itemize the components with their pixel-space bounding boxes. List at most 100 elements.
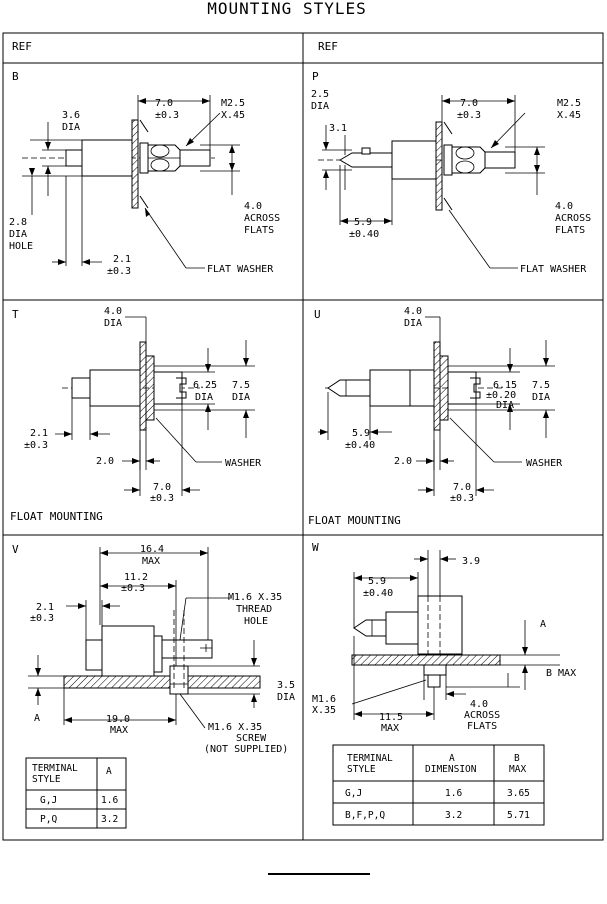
w-table-header-3a: B bbox=[514, 753, 520, 764]
b-dia-value: 3.6 bbox=[62, 110, 80, 121]
u-offset-tol: ±0.40 bbox=[345, 440, 375, 451]
p-thread-size: M2.5 bbox=[557, 98, 581, 109]
w-table-header-3b: MAX bbox=[509, 764, 526, 775]
v-top-max: MAX bbox=[142, 556, 160, 567]
u-outer-dia: DIA bbox=[532, 392, 550, 403]
u-dia-label: DIA bbox=[404, 318, 422, 329]
w-table-cell: B,F,P,Q bbox=[345, 810, 385, 821]
v-screw-note: (NOT SUPPLIED) bbox=[204, 744, 288, 755]
v-left-tol: ±0.3 bbox=[30, 613, 54, 624]
panel-v: V bbox=[12, 543, 261, 829]
b-thread-size: M2.5 bbox=[221, 98, 245, 109]
p-length-value: 7.0 bbox=[460, 98, 478, 109]
u-inner-value: 6.15 bbox=[493, 380, 517, 391]
w-table-cell: 1.6 bbox=[445, 788, 462, 799]
t-offset-value: 2.1 bbox=[30, 428, 48, 439]
t-washer-width: 2.0 bbox=[96, 456, 114, 467]
u-length-value: 7.0 bbox=[453, 482, 471, 493]
p-offset-value: 5.9 bbox=[354, 217, 372, 228]
panel-letter-u: U bbox=[314, 308, 321, 321]
u-outer-value: 7.5 bbox=[532, 380, 550, 391]
panel-letter-t: T bbox=[12, 308, 19, 321]
w-a-label: A bbox=[540, 619, 546, 630]
b-offset-value: 2.1 bbox=[113, 254, 131, 265]
p-dia-value: 2.5 bbox=[311, 89, 329, 100]
w-table-cell: 5.71 bbox=[507, 810, 530, 821]
p-washer-label: FLAT WASHER bbox=[520, 264, 587, 275]
b-dia-label: DIA bbox=[62, 122, 80, 133]
w-table-header-1a: TERMINAL bbox=[347, 753, 393, 764]
v-terminal-table bbox=[25, 757, 127, 829]
p-flats-value: 4.0 bbox=[555, 201, 573, 212]
u-inner-tol: ±0.20 bbox=[486, 390, 516, 401]
v-left-value: 2.1 bbox=[36, 602, 54, 613]
t-dia-label: DIA bbox=[104, 318, 122, 329]
b-flats-value: 4.0 bbox=[244, 201, 262, 212]
u-washer-width: 2.0 bbox=[394, 456, 412, 467]
t-length-tol: ±0.3 bbox=[150, 493, 174, 504]
v-table-header-2: A bbox=[106, 766, 112, 777]
v-thread-hole: HOLE bbox=[244, 616, 268, 627]
t-float-mounting: FLOAT MOUNTING bbox=[10, 510, 103, 523]
t-outer-dia: DIA bbox=[232, 392, 250, 403]
u-inner-dia: DIA bbox=[496, 400, 514, 411]
v-table-cell: 3.2 bbox=[101, 814, 118, 825]
p-flats-across: ACROSS bbox=[555, 213, 591, 224]
panel-b: B bbox=[12, 70, 240, 269]
panel-u: U bbox=[314, 308, 555, 496]
t-dia-value: 4.0 bbox=[104, 306, 122, 317]
w-bottom-value: 11.5 bbox=[379, 712, 403, 723]
v-bottom-value: 19.0 bbox=[106, 714, 130, 725]
v-dia-label: DIA bbox=[277, 692, 295, 703]
panel-letter-b: B bbox=[12, 70, 19, 83]
t-inner-dia: DIA bbox=[195, 392, 213, 403]
b-flats-across: ACROSS bbox=[244, 213, 280, 224]
p-thread-pitch: X.45 bbox=[557, 110, 581, 121]
panel-w: W bbox=[312, 541, 560, 826]
ref-label-right: REF bbox=[318, 40, 338, 53]
w-flats-label: FLATS bbox=[467, 721, 497, 732]
p-tip-value: 3.1 bbox=[329, 123, 347, 134]
w-thread-pitch: X.35 bbox=[312, 705, 336, 716]
v-top-value: 16.4 bbox=[140, 544, 164, 555]
p-flats-label: FLATS bbox=[555, 225, 585, 236]
w-b-max-label: B MAX bbox=[546, 668, 576, 679]
t-inner-value: 6.25 bbox=[193, 380, 217, 391]
w-bottom-max: MAX bbox=[381, 723, 399, 734]
panel-letter-v: V bbox=[12, 543, 19, 556]
u-offset-value: 5.9 bbox=[352, 428, 370, 439]
v-table-header-1b: STYLE bbox=[32, 774, 61, 785]
w-table-cell: 3.65 bbox=[507, 788, 530, 799]
b-offset-tol: ±0.3 bbox=[107, 266, 131, 277]
b-washer-label: FLAT WASHER bbox=[207, 264, 274, 275]
u-length-tol: ±0.3 bbox=[450, 493, 474, 504]
w-terminal-table bbox=[332, 744, 545, 826]
p-length-tol: ±0.3 bbox=[457, 110, 481, 121]
p-offset-tol: ±0.40 bbox=[349, 229, 379, 240]
v-table-cell: 1.6 bbox=[101, 795, 118, 806]
frame-grid bbox=[2, 32, 604, 841]
w-table-cell: 3.2 bbox=[445, 810, 462, 821]
b-hole-value: 2.8 bbox=[9, 217, 27, 228]
w-table-header-2a: A bbox=[449, 753, 455, 764]
v-a-label: A bbox=[34, 713, 40, 724]
w-flats-value: 4.0 bbox=[470, 699, 488, 710]
v-mid-value: 11.2 bbox=[124, 572, 148, 583]
w-thread-size: M1.6 bbox=[312, 694, 336, 705]
v-table-cell: P,Q bbox=[40, 814, 57, 825]
u-float-mounting: FLOAT MOUNTING bbox=[308, 514, 401, 527]
w-offset-value: 5.9 bbox=[368, 576, 386, 587]
v-screw-label: SCREW bbox=[236, 733, 267, 744]
b-flats-label: FLATS bbox=[244, 225, 274, 236]
v-table-header-1a: TERMINAL bbox=[32, 763, 78, 774]
w-flats-across: ACROSS bbox=[464, 710, 500, 721]
v-mid-tol: ±0.3 bbox=[121, 583, 145, 594]
w-table-header-2b: DIMENSION bbox=[425, 764, 477, 775]
t-washer-label: WASHER bbox=[225, 458, 262, 469]
v-thread-size: M1.6 X.35 bbox=[228, 592, 282, 603]
b-thread-pitch: X.45 bbox=[221, 110, 245, 121]
w-top-value: 3.9 bbox=[462, 556, 480, 567]
w-table-header-1b: STYLE bbox=[347, 764, 376, 775]
panel-letter-w: W bbox=[312, 541, 319, 554]
